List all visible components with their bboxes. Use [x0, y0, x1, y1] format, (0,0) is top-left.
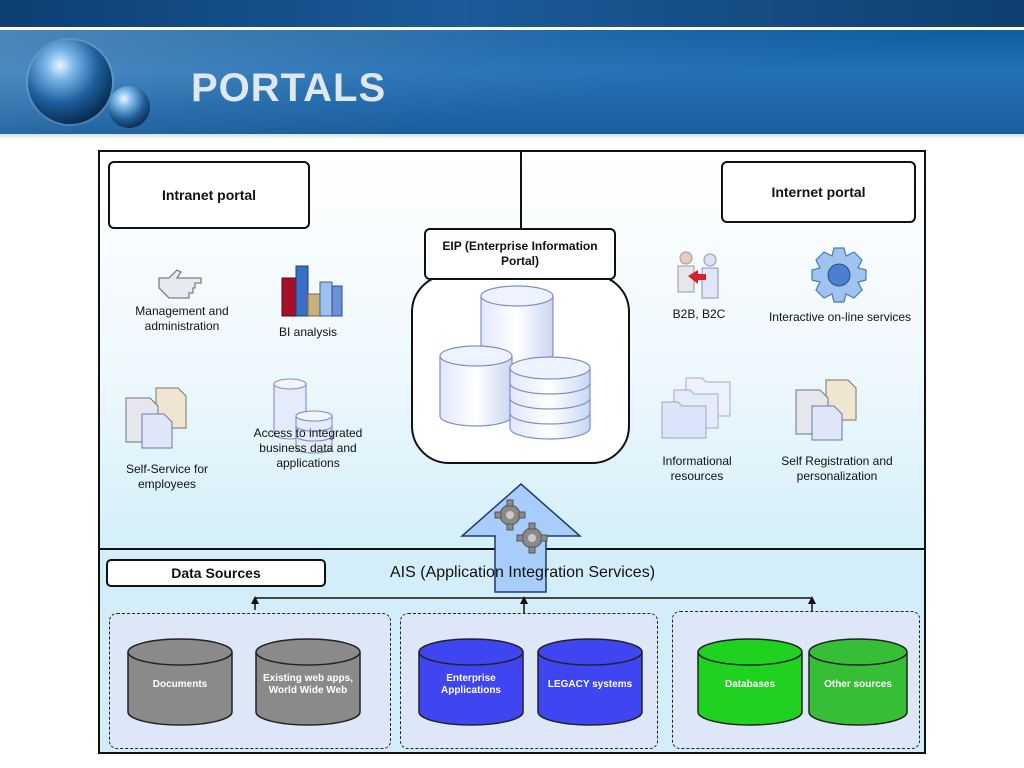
source-cylinder-web-apps: Existing web apps, World Wide Web [255, 638, 361, 726]
cylinder-body [127, 652, 233, 726]
database-stack-icon [439, 285, 591, 440]
management-label: Management and administration [135, 304, 229, 333]
cylinder-label: Databases [724, 679, 776, 690]
gears-icon [494, 499, 548, 554]
cylinder-label: LEGACY systems [547, 679, 633, 690]
b2b-label: B2B, B2C [672, 307, 726, 321]
title-banner [0, 30, 1024, 134]
bar-chart-3d-icon [281, 265, 343, 317]
access-label: Access to integrated business data and a… [253, 426, 363, 470]
globe-gear-icon [811, 247, 867, 303]
self-registration-label: Self Registration and personalization [781, 454, 893, 483]
diagram-frame: Intranet portal Internet portal EIP (E [98, 150, 926, 754]
eip-label: EIP (Enterprise Information Portal) [424, 228, 616, 280]
documents-icon [125, 387, 187, 449]
cylinder-label: Other sources [824, 679, 892, 690]
b2b-people-icon [677, 251, 719, 299]
self-service-label: Self-Service for employees [125, 462, 209, 491]
source-cylinder-documents: Documents [127, 638, 233, 726]
bi-analysis-label: BI analysis [278, 325, 338, 339]
globe-logo-icon [28, 40, 112, 124]
database-icon [273, 378, 333, 454]
connector-arrows [251, 596, 816, 614]
banner-divider [0, 134, 1024, 140]
interactive-services-label: Interactive on-line services [768, 310, 912, 324]
documents-icon-2 [795, 379, 857, 441]
small-globe-icon [108, 86, 150, 128]
source-cylinder-enterprise-apps: Enterprise Applications [418, 638, 524, 726]
cylinder-label: Documents [152, 679, 208, 690]
hand-pointer-icon [158, 269, 202, 299]
internet-portal-label: Internet portal [721, 161, 916, 223]
cylinder-label: Enterprise Applications [440, 673, 501, 696]
ais-label: AIS (Application Integration Services) [390, 564, 656, 581]
top-bar [0, 0, 1024, 27]
slide-title: PORTALS [191, 66, 387, 110]
source-cylinder-databases: Databases [697, 638, 803, 726]
folders-icon [661, 377, 731, 439]
informational-resources-label: Informational resources [662, 454, 732, 483]
portal-divider [520, 152, 522, 270]
data-sources-label: Data Sources [106, 559, 326, 587]
intranet-portal-label: Intranet portal [108, 161, 310, 229]
cylinder-label: Existing web apps, World Wide Web [262, 673, 354, 696]
source-cylinder-legacy: LEGACY systems [537, 638, 643, 726]
source-cylinder-other: Other sources [808, 638, 908, 726]
